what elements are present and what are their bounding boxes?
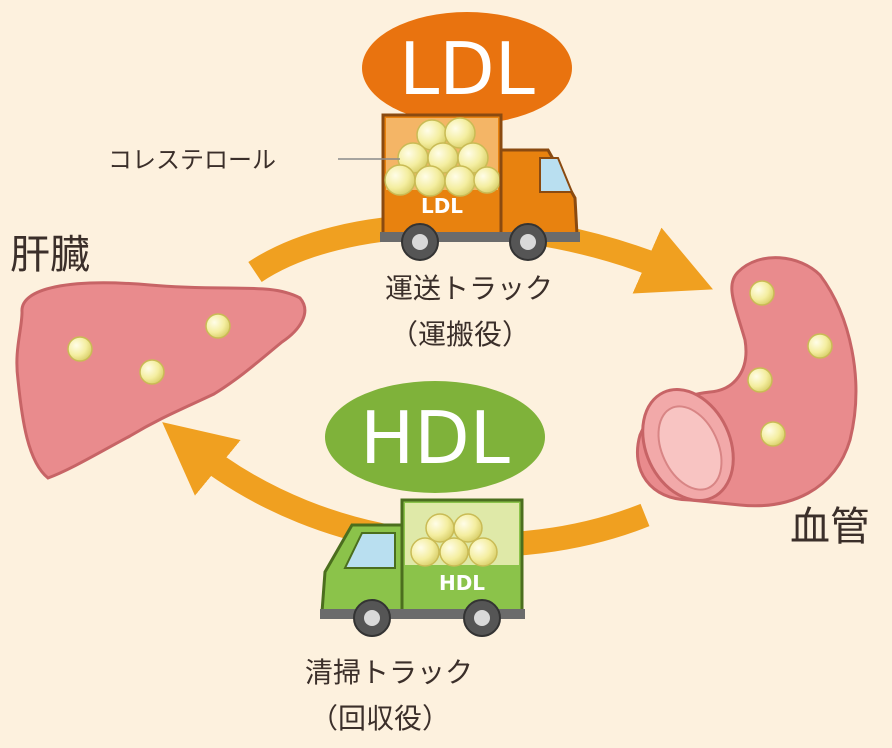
- ldl-cargo: [384, 117, 501, 197]
- cholesterol-particle: [468, 537, 498, 567]
- hdl-truck: HDL: [320, 498, 525, 637]
- blood-vessel: [635, 256, 858, 508]
- liver: [15, 281, 307, 480]
- cholesterol-particle: [205, 313, 231, 339]
- cholesterol-particle: [425, 513, 455, 543]
- liver-label: 肝臓: [10, 232, 90, 278]
- ldl-badge: LDL: [362, 12, 572, 124]
- cholesterol-particle: [747, 367, 773, 393]
- cholesterol-particle: [67, 336, 93, 362]
- cholesterol-particle: [444, 165, 476, 197]
- ldl-badge-text: LDL: [399, 27, 535, 111]
- hdl-cargo: [410, 513, 498, 567]
- hdl-badge-text: HDL: [360, 396, 510, 480]
- cholesterol-label: コレステロール: [108, 146, 276, 174]
- cholesterol-particle: [807, 333, 833, 359]
- ldl-truck: LDL: [380, 113, 580, 261]
- cholesterol-particle: [139, 359, 165, 385]
- hdl-role-line2: （回収役）: [310, 702, 450, 735]
- cholesterol-particle: [749, 280, 775, 306]
- hdl-role-line1: 清掃トラック: [305, 656, 473, 689]
- cholesterol-particle: [473, 166, 501, 194]
- cholesterol-particle: [453, 513, 483, 543]
- cholesterol-particle: [410, 537, 440, 567]
- hdl-truck-plate: HDL: [439, 571, 485, 595]
- ldl-truck-plate: LDL: [421, 194, 463, 218]
- cholesterol-particle: [439, 537, 469, 567]
- cholesterol-particle: [444, 117, 476, 149]
- ldl-role-line1: 運送トラック: [385, 272, 553, 305]
- cholesterol-particle: [760, 421, 786, 447]
- cholesterol-particle: [414, 165, 446, 197]
- hdl-badge: HDL: [325, 381, 545, 493]
- cholesterol-particle: [384, 164, 416, 196]
- ldl-role-line2: （運搬役）: [390, 318, 530, 351]
- vessel-label: 血管: [790, 504, 870, 550]
